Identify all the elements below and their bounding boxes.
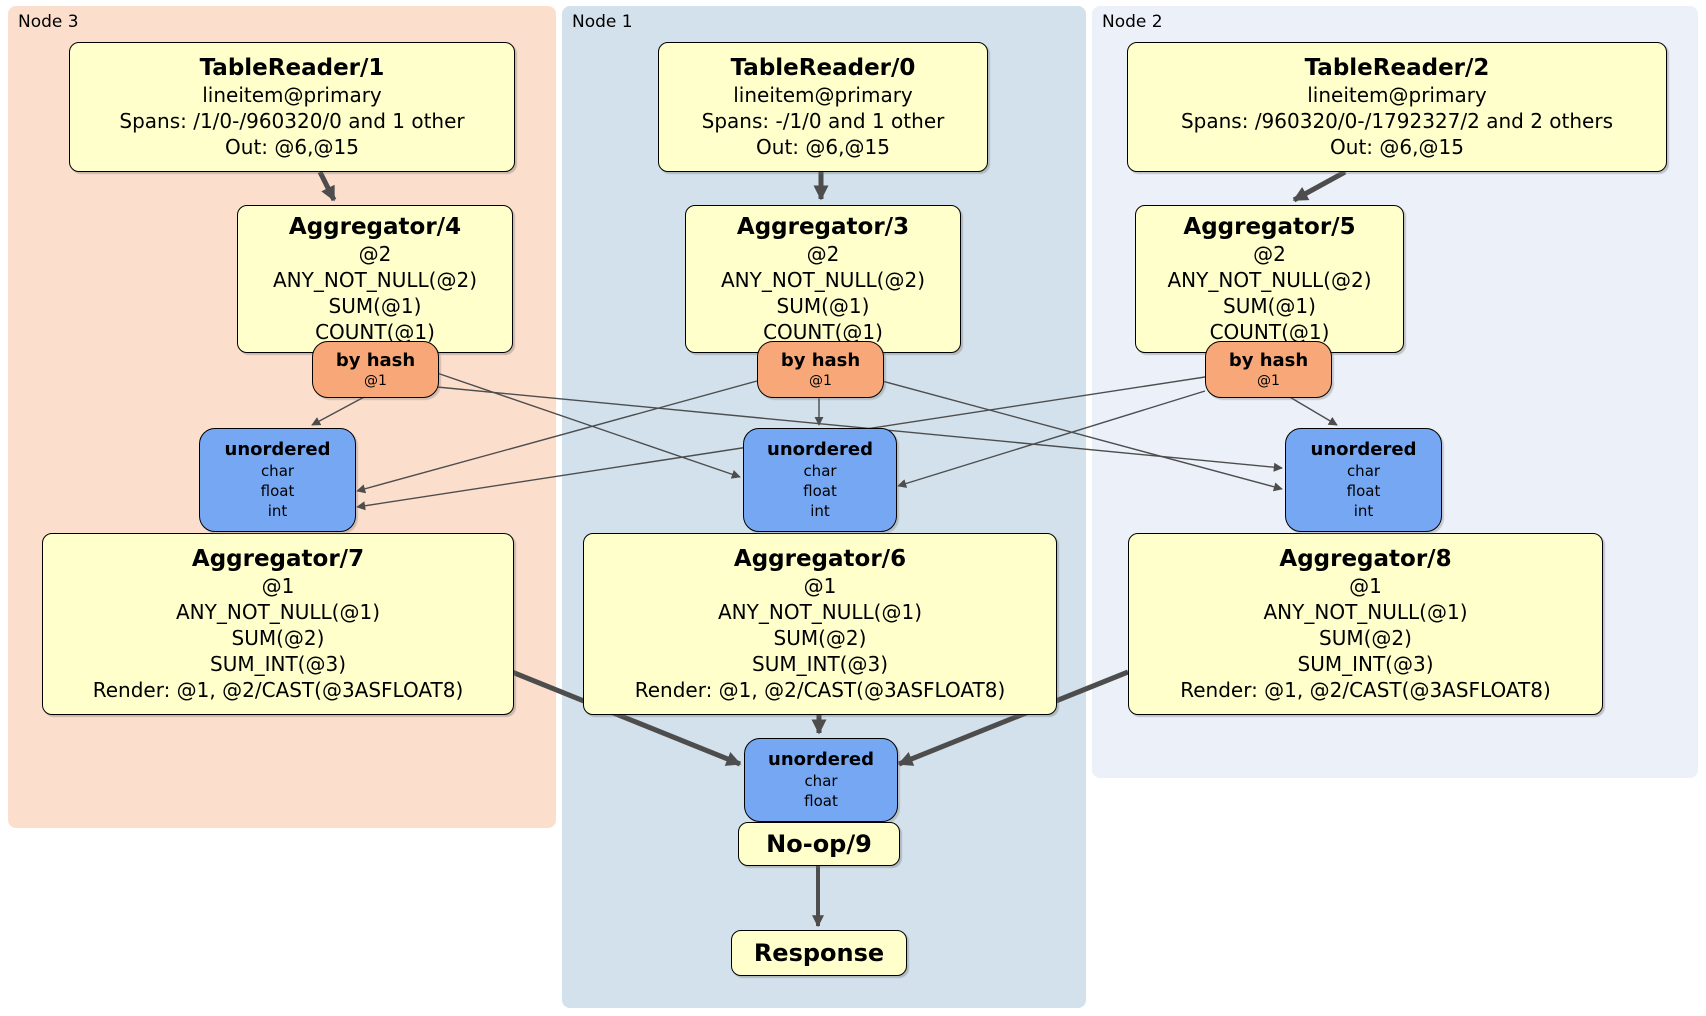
- box-line: Out: @6,@15: [225, 135, 359, 159]
- box-line: @1: [803, 574, 837, 598]
- router-by-hash-node2: by hash @1: [1205, 341, 1332, 398]
- box-title: TableReader/1: [199, 55, 385, 81]
- sync-title: unordered: [767, 439, 873, 460]
- processor-aggregator-4: Aggregator/4 @2 ANY_NOT_NULL(@2) SUM(@1)…: [237, 205, 513, 353]
- box-title: Aggregator/6: [733, 546, 907, 572]
- sync-item: int: [267, 502, 288, 520]
- router-detail: @1: [809, 372, 832, 389]
- router-detail: @1: [1257, 372, 1280, 389]
- processor-response: Response: [731, 930, 907, 976]
- sync-item: float: [1346, 482, 1381, 500]
- sync-title: unordered: [1310, 439, 1417, 460]
- box-line: lineitem@primary: [202, 83, 382, 107]
- box-line: @2: [1253, 242, 1286, 266]
- box-line: COUNT(@1): [763, 320, 883, 344]
- sync-unordered-final: unordered char float: [744, 738, 898, 822]
- router-by-hash-node1: by hash @1: [757, 341, 884, 398]
- box-line: Out: @6,@15: [1330, 135, 1464, 159]
- router-title: by hash: [335, 349, 416, 371]
- box-line: Spans: /1/0-/960320/0 and 1 other: [119, 109, 465, 133]
- sync-unordered-node3: unordered char float int: [199, 428, 356, 532]
- box-line: ANY_NOT_NULL(@1): [176, 600, 380, 624]
- box-title: Aggregator/7: [191, 546, 365, 572]
- box-line: SUM(@1): [328, 294, 422, 318]
- box-line: ANY_NOT_NULL(@2): [1167, 268, 1372, 292]
- box-line: ANY_NOT_NULL(@2): [721, 268, 925, 292]
- box-line: ANY_NOT_NULL(@1): [1263, 600, 1468, 624]
- region-node3-label: Node 3: [18, 12, 79, 32]
- box-line: @1: [1349, 574, 1382, 598]
- box-title: Aggregator/4: [288, 214, 462, 240]
- sync-unordered-node2: unordered char float int: [1285, 428, 1442, 532]
- box-line: Spans: /960320/0-/1792327/2 and 2 others: [1180, 109, 1613, 133]
- processor-aggregator-8: Aggregator/8 @1 ANY_NOT_NULL(@1) SUM(@2)…: [1128, 533, 1603, 715]
- sync-title: unordered: [768, 749, 874, 770]
- box-line: SUM(@1): [776, 294, 870, 318]
- box-line: COUNT(@1): [315, 320, 435, 344]
- box-line: SUM_INT(@3): [1297, 652, 1434, 676]
- sync-item: int: [810, 502, 830, 520]
- box-line: ANY_NOT_NULL(@1): [718, 600, 922, 624]
- router-by-hash-node3: by hash @1: [312, 341, 439, 398]
- box-line: lineitem@primary: [733, 83, 913, 107]
- box-line: SUM(@2): [231, 626, 325, 650]
- box-title: TableReader/2: [1304, 55, 1490, 81]
- box-line: @1: [261, 574, 295, 598]
- processor-tablereader-1: TableReader/1 lineitem@primary Spans: /1…: [69, 42, 515, 172]
- box-line: ANY_NOT_NULL(@2): [273, 268, 477, 292]
- box-title: Aggregator/5: [1183, 214, 1356, 240]
- processor-aggregator-7: Aggregator/7 @1 ANY_NOT_NULL(@1) SUM(@2)…: [42, 533, 514, 715]
- sync-item: float: [803, 482, 837, 500]
- sync-item: float: [804, 792, 838, 810]
- box-line: COUNT(@1): [1209, 320, 1330, 344]
- router-detail: @1: [364, 372, 387, 389]
- processor-tablereader-2: TableReader/2 lineitem@primary Spans: /9…: [1127, 42, 1667, 172]
- sync-item: float: [260, 482, 295, 500]
- processor-noop-9: No-op/9: [738, 822, 900, 866]
- box-line: SUM_INT(@3): [752, 652, 888, 676]
- box-line: Render: @1, @2/CAST(@3ASFLOAT8): [92, 678, 464, 702]
- sync-item: char: [1346, 462, 1381, 480]
- processor-tablereader-0: TableReader/0 lineitem@primary Spans: -/…: [658, 42, 988, 172]
- processor-aggregator-6: Aggregator/6 @1 ANY_NOT_NULL(@1) SUM(@2)…: [583, 533, 1057, 715]
- processor-aggregator-5: Aggregator/5 @2 ANY_NOT_NULL(@2) SUM(@1)…: [1135, 205, 1404, 353]
- box-line: lineitem@primary: [1307, 83, 1487, 107]
- region-node2-label: Node 2: [1102, 12, 1163, 32]
- box-title: Aggregator/3: [736, 214, 910, 240]
- box-title: No-op/9: [766, 830, 872, 858]
- box-line: @2: [358, 242, 392, 266]
- sync-item: char: [260, 462, 295, 480]
- box-line: Render: @1, @2/CAST(@3ASFLOAT8): [1180, 678, 1551, 702]
- box-title: TableReader/0: [730, 55, 916, 81]
- box-line: SUM(@2): [773, 626, 867, 650]
- sync-item: int: [1353, 502, 1374, 520]
- sync-item: char: [804, 772, 838, 790]
- box-line: SUM(@2): [1319, 626, 1412, 650]
- sync-unordered-node1: unordered char float int: [743, 428, 897, 532]
- box-line: SUM_INT(@3): [210, 652, 346, 676]
- router-title: by hash: [1228, 349, 1309, 371]
- box-title: Response: [753, 939, 885, 967]
- router-title: by hash: [780, 349, 861, 371]
- box-line: Render: @1, @2/CAST(@3ASFLOAT8): [634, 678, 1006, 702]
- sync-title: unordered: [224, 439, 331, 460]
- box-line: Spans: -/1/0 and 1 other: [701, 109, 945, 133]
- processor-aggregator-3: Aggregator/3 @2 ANY_NOT_NULL(@2) SUM(@1)…: [685, 205, 961, 353]
- sync-item: char: [803, 462, 837, 480]
- box-line: SUM(@1): [1223, 294, 1316, 318]
- box-title: Aggregator/8: [1279, 546, 1452, 572]
- region-node1-label: Node 1: [572, 12, 633, 32]
- box-line: @2: [806, 242, 840, 266]
- box-line: Out: @6,@15: [756, 135, 890, 159]
